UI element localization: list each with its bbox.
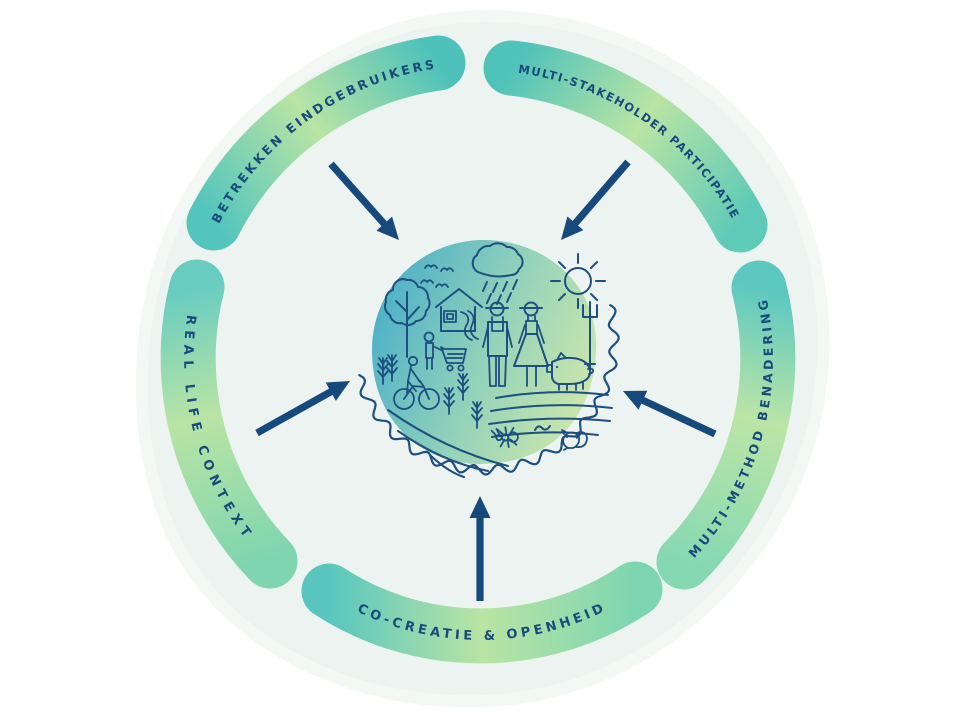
- rain-cloud-icon: [471, 242, 524, 305]
- band-arc-co-creatie: [301, 561, 663, 664]
- band-arc-betrekken-eindgebruikers: [186, 35, 466, 251]
- arrow-from-multi-stakeholder: [561, 159, 631, 240]
- tree-icon: [384, 278, 431, 358]
- shopper-cart-icon: [423, 331, 467, 372]
- arrow-from-betrekken: [328, 161, 399, 240]
- pig-icon: [546, 352, 594, 391]
- worm-icon: [534, 425, 551, 431]
- farmer-man-icon: [482, 301, 513, 387]
- cyclist-icon: [393, 355, 440, 410]
- house-icon: [435, 288, 483, 341]
- arrow-from-multi-method: [623, 390, 717, 438]
- wavy-ring: [357, 303, 620, 476]
- pitchfork-icon: [582, 301, 598, 370]
- band-arc-real-life-context: [160, 259, 298, 589]
- arrow-from-co-creatie: [469, 496, 491, 601]
- band-arc-multi-stakeholder: [483, 40, 768, 253]
- arrow-from-real-life-context: [255, 381, 350, 437]
- ant-icon: [490, 426, 519, 448]
- center-illustration: [357, 240, 620, 478]
- birds-icon: [420, 264, 454, 288]
- farmer-woman-icon: [513, 301, 549, 387]
- sun-icon: [550, 253, 606, 309]
- band-arc-multi-method: [656, 260, 796, 590]
